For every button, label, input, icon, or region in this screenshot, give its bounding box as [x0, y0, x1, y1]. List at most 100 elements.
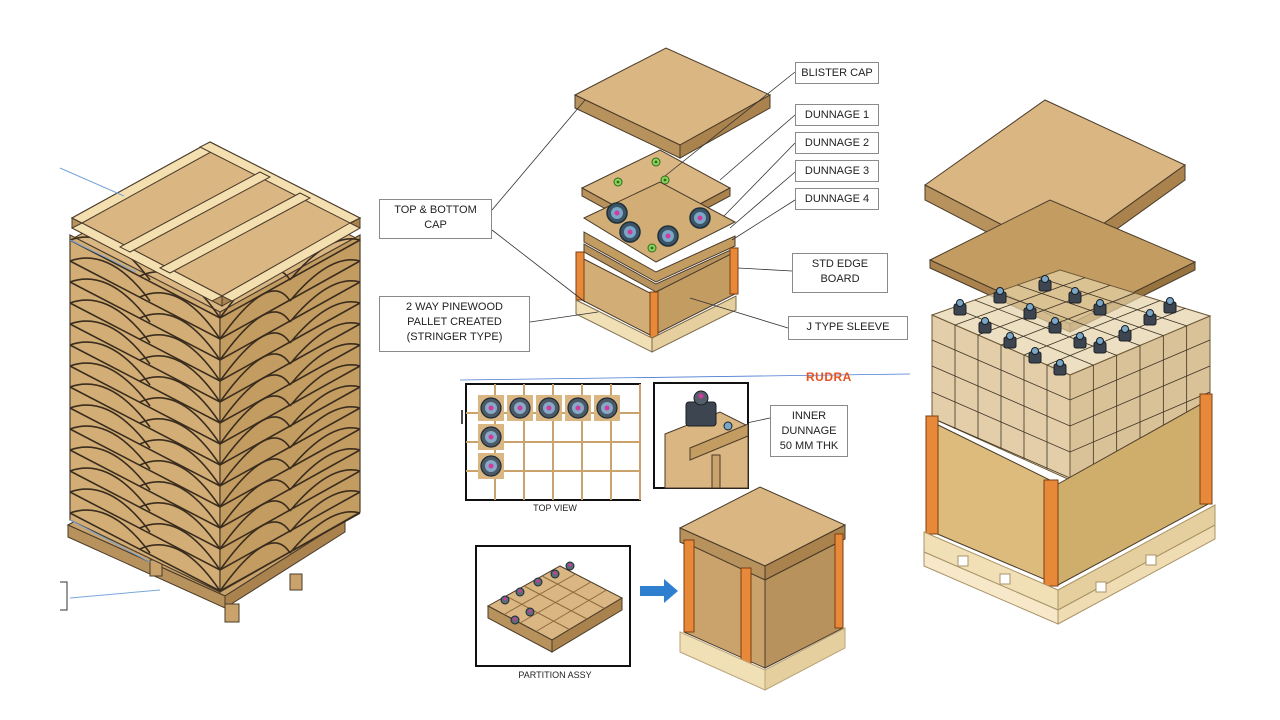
brand-logo-text: RUDRA [806, 370, 852, 384]
caption-top-view: TOP VIEW [533, 503, 577, 513]
layer-arc [69, 383, 151, 428]
part-partition [515, 587, 525, 597]
valve-part-icon [685, 390, 733, 431]
layer-arc [219, 311, 291, 361]
layer-arc [139, 418, 221, 466]
exploded-assembly-drawing [573, 47, 772, 353]
layer-arc [289, 511, 361, 554]
layer-arc [219, 395, 291, 445]
layer-arc [219, 374, 291, 424]
crate-grid-line [977, 284, 1111, 336]
part-in-crate [1093, 337, 1107, 354]
partition-line [503, 573, 576, 615]
part-partition [500, 595, 510, 605]
layer-arc [289, 280, 361, 323]
layer-arc [139, 334, 221, 382]
layer-arc [289, 343, 361, 386]
part-top-view [594, 395, 620, 421]
part-in-crate [1023, 303, 1037, 320]
part-in-crate [1073, 332, 1087, 349]
partition-line [519, 581, 592, 624]
layer-arc [139, 313, 221, 361]
crate-grid-line [1000, 292, 1136, 346]
layer-arc [139, 292, 221, 340]
caption-partition-assy: PARTITION ASSY [518, 670, 592, 680]
callout-dunnage-3: DUNNAGE 3 [795, 160, 879, 182]
layer-arc [289, 469, 361, 512]
layer-arc [139, 439, 221, 487]
layer-arc [219, 458, 291, 508]
part-in-crate [1053, 359, 1067, 376]
callout-dunnage-1: DUNNAGE 1 [795, 104, 879, 126]
crate-assembly-drawing [923, 99, 1216, 625]
part-partition [533, 577, 543, 587]
layer-arc [289, 427, 361, 470]
part-in-crate [953, 299, 967, 316]
layer-arc [69, 278, 151, 323]
part-in-crate [993, 287, 1007, 304]
crate-grid-line [1046, 307, 1186, 366]
part-top-view [565, 395, 591, 421]
part-partition [550, 569, 560, 579]
top-view-panel [461, 383, 641, 501]
layer-arc [139, 376, 221, 424]
part-in-crate [1028, 347, 1042, 364]
layer-arc [289, 301, 361, 344]
part-in-crate [1163, 297, 1177, 314]
layer-arc [69, 299, 151, 344]
layer-arc [139, 544, 221, 592]
partition-assy-panel [475, 545, 631, 667]
layer-arc [69, 446, 151, 491]
layer-arc [289, 448, 361, 491]
part-in-crate [1048, 317, 1062, 334]
layer-arc [289, 364, 361, 407]
layer-arc [69, 467, 151, 512]
part-in-crate [1143, 309, 1157, 326]
part-in-crate [1038, 275, 1052, 292]
callout-dunnage-4: DUNNAGE 4 [795, 188, 879, 210]
layer-arc [69, 425, 151, 470]
layer-arc [219, 500, 291, 550]
panel-divider [459, 373, 911, 381]
crate-layer-line [931, 365, 1211, 427]
callout-std-edge-board: STD EDGE BOARD [792, 253, 888, 293]
layer-arc [289, 490, 361, 533]
layer-arc [219, 542, 291, 592]
part-partition [525, 607, 535, 617]
crate-layer-line [931, 339, 1211, 401]
layer-arc [289, 406, 361, 449]
part-in-crate [1068, 287, 1082, 304]
layer-arc [219, 437, 291, 487]
callout-j-type-sleeve: J TYPE SLEEVE [788, 316, 908, 340]
part-top-view [507, 395, 533, 421]
layer-arc [139, 355, 221, 403]
closed-box-drawing [678, 486, 847, 691]
part-in-crate [978, 317, 992, 334]
layer-arc [69, 341, 151, 386]
part-in-crate [1003, 332, 1017, 349]
layer-arc [139, 523, 221, 571]
layer-arc [139, 481, 221, 529]
layer-arc [69, 362, 151, 407]
callout-pallet: 2 WAY PINEWOOD PALLET CREATED (STRINGER … [379, 296, 530, 352]
layer-arc [219, 332, 291, 382]
part-top-view [536, 395, 562, 421]
partition-line [535, 589, 607, 632]
part-top-view [478, 395, 504, 421]
layer-arc [139, 502, 221, 550]
layer-arc [139, 460, 221, 508]
inner-dunnage-detail [653, 382, 749, 489]
layer-arc [69, 509, 151, 554]
layer-arc [219, 353, 291, 403]
layer-arc [139, 397, 221, 445]
callout-inner-dunnage: INNER DUNNAGE 50 MM THK [770, 405, 848, 457]
part-in-crate [1118, 325, 1132, 342]
layer-arc [219, 521, 291, 571]
layer-arc [69, 320, 151, 365]
arrow-right-icon [640, 579, 678, 603]
part-partition [510, 615, 520, 625]
part-partition [565, 561, 575, 571]
layer-arc [289, 322, 361, 365]
layer-arc [219, 416, 291, 466]
layer-arc [69, 404, 151, 449]
